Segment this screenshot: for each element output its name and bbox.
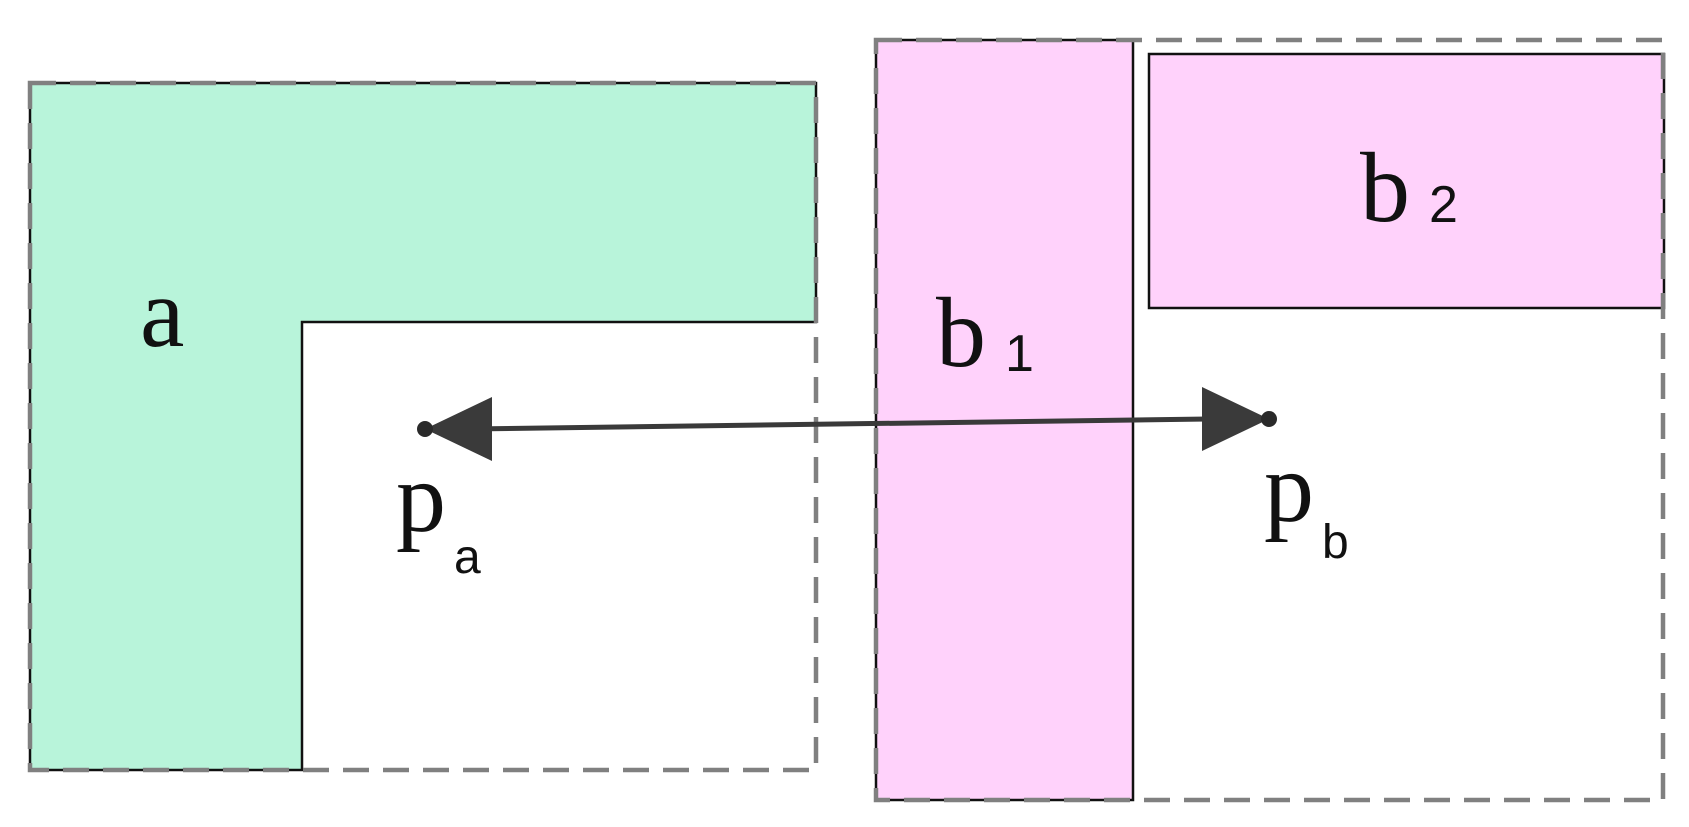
region-b1-label: b 1 [936,277,1034,388]
arrow-shaft [469,416,1209,432]
region-a-label: a [140,257,184,368]
point-b-label: p b [1264,432,1349,569]
arrow-head-right [1202,387,1269,451]
point-a-label-subscript: a [454,531,481,584]
arrow-head-left [425,397,492,461]
region-b1-label-subscript: 1 [1005,325,1034,383]
region-b2-label-base: b [1360,132,1410,243]
point-b-label-base: p [1264,432,1314,543]
point-a-marker [417,421,433,437]
point-a-label: p a [396,442,481,584]
region-b1-label-base: b [936,277,986,388]
point-b-marker [1261,411,1277,427]
region-b2-shape [1147,52,1666,310]
distance-arrow [417,387,1277,461]
region-b2-label: b 2 [1360,132,1458,243]
region-b-bounding-box [873,37,1666,803]
region-b2-label-subscript: 2 [1429,176,1458,234]
point-b-label-subscript: b [1322,516,1349,569]
point-a-label-base: p [396,442,446,553]
